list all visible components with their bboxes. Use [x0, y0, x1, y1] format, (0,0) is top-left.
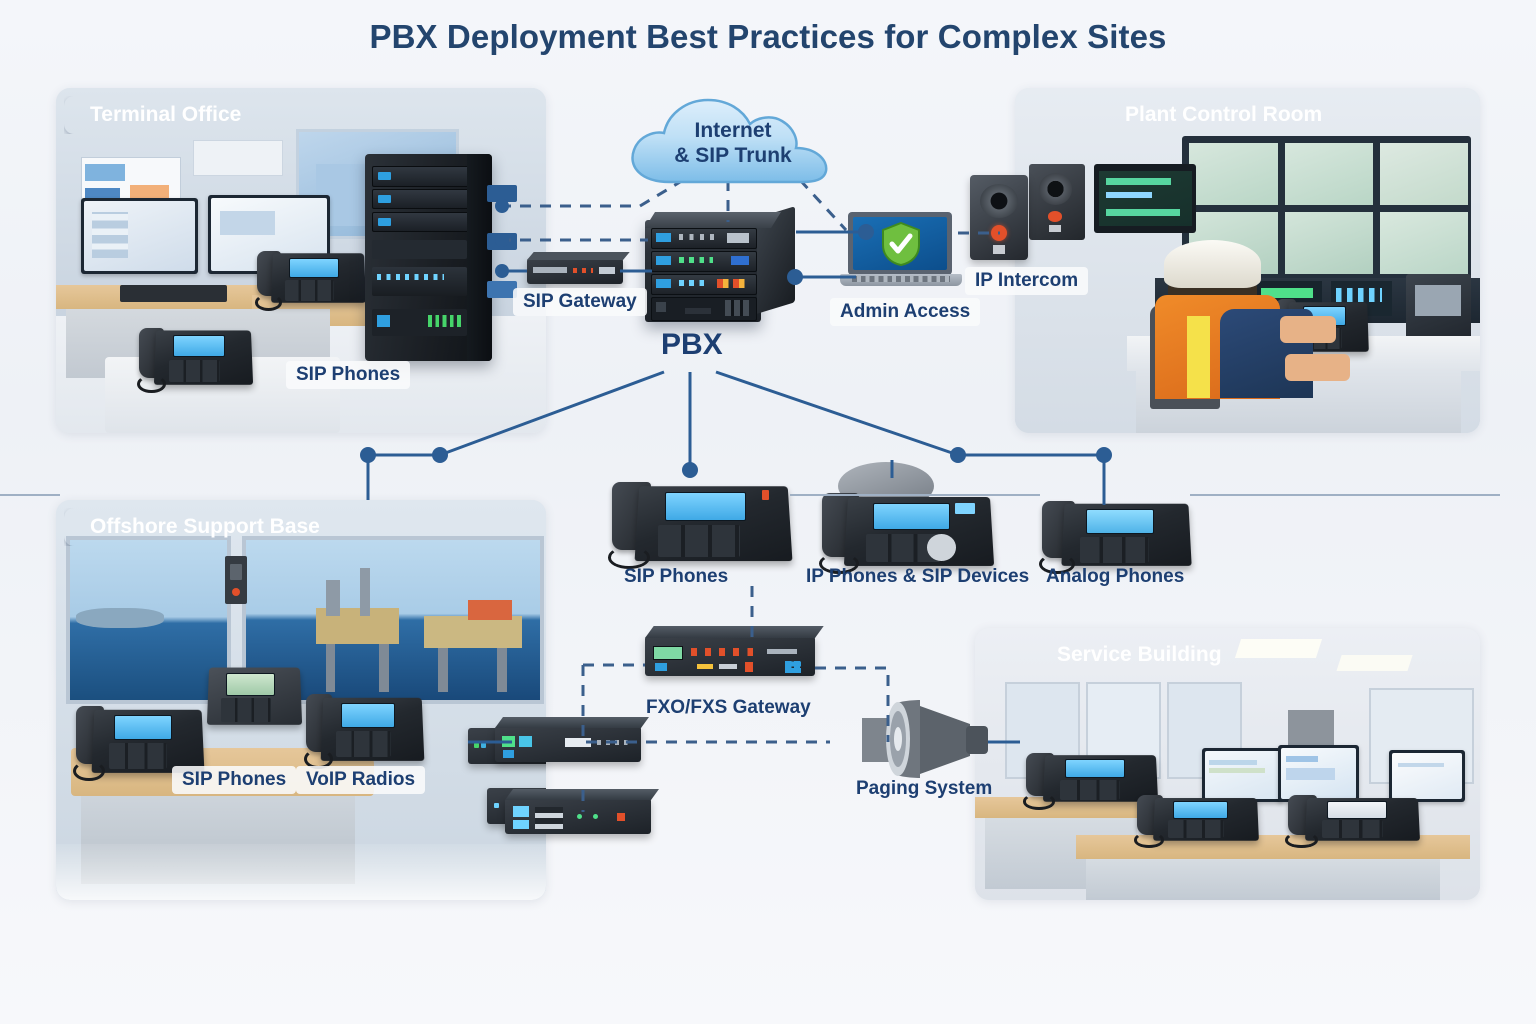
voip-radios-label: VoIP Radios — [296, 766, 426, 794]
service-phone-1 — [1022, 742, 1158, 810]
office-server-rack — [364, 153, 493, 361]
shield-check-icon — [882, 221, 920, 267]
office-desk-phone — [254, 240, 366, 311]
sip-gateway-device — [527, 252, 630, 284]
sip-gateway-label: SIP Gateway — [513, 288, 647, 316]
offshore-sip-phones-label: SIP Phones — [172, 766, 297, 794]
service-building-scene — [975, 628, 1480, 900]
service-monitor-1 — [1202, 747, 1284, 803]
analog-phones-label: Analog Phones — [1046, 566, 1185, 587]
ip-intercom-label: IP Intercom — [965, 267, 1089, 295]
service-phone-2 — [1134, 786, 1259, 848]
cloud-icon — [622, 92, 844, 188]
panel-service-building: Service Building — [975, 628, 1480, 900]
cloud-label-line1: Internet — [694, 119, 772, 142]
service-monitor-2 — [1278, 744, 1359, 803]
fxo-fxs-gateway-device — [645, 626, 824, 676]
ip-intercom-device — [970, 175, 1028, 260]
paging-horn-icon — [862, 700, 994, 778]
offshore-voip-radio — [303, 680, 425, 769]
cloud-label-line2: & SIP Trunk — [674, 144, 792, 167]
center-sip-phone — [608, 465, 793, 569]
fxo-fxs-gateway-label: FXO/FXS Gateway — [646, 697, 811, 718]
service-phone-3 — [1285, 786, 1421, 848]
office-sip-phones-label: SIP Phones — [286, 361, 411, 389]
service-monitor-3 — [1389, 750, 1465, 803]
analog-phone — [1039, 487, 1192, 574]
offshore-sip-phone-1 — [73, 692, 205, 781]
admin-access-label: Admin Access — [830, 298, 981, 326]
office-monitor-1 — [80, 198, 199, 275]
center-sip-phones-label: SIP Phones — [624, 566, 729, 587]
worker-icon — [1163, 239, 1262, 289]
ip-phones-sip-devices-label: IP Phones & SIP Devices — [806, 566, 1030, 587]
panel-title-terminal-office: Terminal Office — [64, 96, 285, 134]
page-title: PBX Deployment Best Practices for Comple… — [369, 18, 1167, 55]
cloud-label: Internet & SIP Trunk — [622, 118, 844, 168]
panel-title-offshore-support-base: Offshore Support Base — [64, 508, 364, 546]
ip-intercom-icon — [1028, 163, 1085, 240]
panel-title-service-building: Service Building — [1013, 636, 1266, 674]
ip-phone-sip-device — [818, 478, 995, 575]
pbx-label: PBX — [661, 328, 723, 361]
panel-title-plant-control-room: Plant Control Room — [1081, 96, 1366, 134]
admin-laptop — [840, 212, 962, 296]
offshore-gateway-device-2 — [505, 789, 659, 834]
panel-plant-control-room: Plant Control Room — [1015, 88, 1480, 433]
plant-control-room-scene — [1015, 88, 1480, 433]
office-sip-phone — [137, 316, 254, 394]
paging-system-label: Paging System — [856, 778, 993, 799]
pbx-server — [645, 206, 795, 322]
offshore-support-base-scene — [56, 500, 546, 900]
panel-offshore-support-base: Offshore Support Base — [56, 500, 546, 900]
offshore-gateway-device-1 — [495, 717, 649, 762]
offshore-console-device — [193, 652, 303, 732]
